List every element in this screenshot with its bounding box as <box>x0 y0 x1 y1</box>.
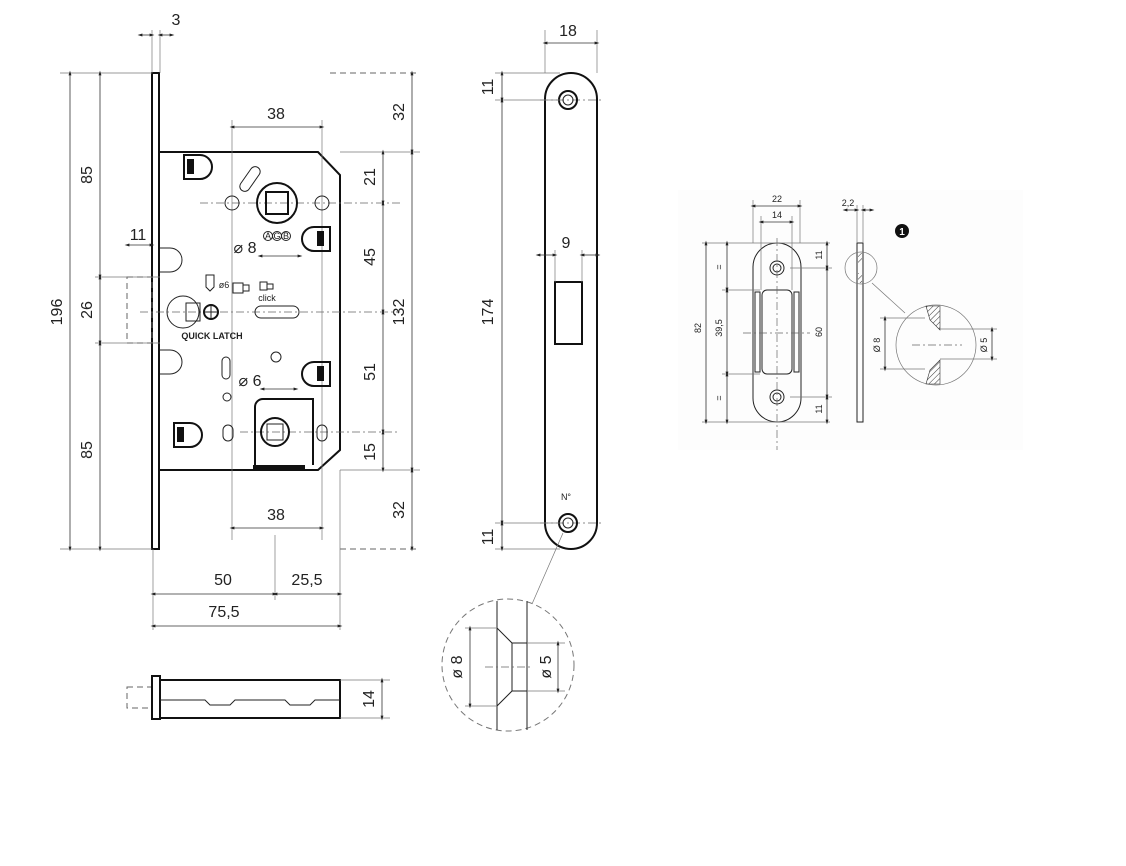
dim-top-32: 32 <box>391 103 408 121</box>
detail-badge-number: 1 <box>899 227 905 238</box>
lock-case <box>160 151 341 471</box>
strike-detail-d5: Ø 5 <box>979 338 989 353</box>
strike-plate-view: 22 14 82 = 39,5 = 11 60 11 2,2 Ø 8 <box>678 190 1023 450</box>
strike-dim-39-5: 39,5 <box>714 319 724 337</box>
dim-bottom-38: 38 <box>267 507 285 524</box>
countersink-detail <box>441 598 575 732</box>
dim-25-5: 25,5 <box>291 572 322 589</box>
detail-badge <box>895 224 909 238</box>
dim-bottom-85: 85 <box>79 441 96 459</box>
strike-equal-top: = <box>714 264 724 269</box>
spindle-hub <box>256 182 298 224</box>
dim-latch-14: 14 <box>361 690 378 708</box>
strike-equal-bottom: = <box>714 395 724 400</box>
faceplate-marking: N° <box>561 492 571 502</box>
dim-middle-26: 26 <box>79 301 96 319</box>
dim-opening-9: 9 <box>562 235 571 252</box>
dim-width-18: 18 <box>559 23 577 40</box>
lock-faceplate <box>151 72 160 550</box>
dim-50: 50 <box>214 572 232 589</box>
strike-dim-82: 82 <box>693 323 703 333</box>
dim-bottom-32: 32 <box>391 501 408 519</box>
dim-top-38: 38 <box>267 106 285 123</box>
strike-dim-60: 60 <box>814 327 824 337</box>
strike-dim-2-2: 2,2 <box>842 198 855 208</box>
spindle-6-label: ⌀ 6 <box>239 373 262 390</box>
spindle-8-label: ⌀ 8 <box>234 240 257 257</box>
strike-detail-d8: Ø 8 <box>872 338 882 353</box>
strike-dim-14: 14 <box>772 210 782 220</box>
dim-top-11: 11 <box>480 79 497 96</box>
click-label: click <box>258 293 276 303</box>
detail-d8: ø 8 <box>449 655 466 678</box>
dim-total-height: 196 <box>49 299 66 326</box>
marker-a: A <box>265 231 271 241</box>
hole-6-label: ø6 <box>219 280 230 290</box>
dim-15: 15 <box>362 443 379 461</box>
strike-detail-circle <box>895 304 977 386</box>
detail-d5: ø 5 <box>538 655 555 678</box>
latch-bolt-view: 14 <box>126 675 390 721</box>
dim-174: 174 <box>480 299 497 326</box>
dim-21: 21 <box>362 168 379 186</box>
dim-45: 45 <box>362 248 379 266</box>
dim-132: 132 <box>391 299 408 326</box>
dim-75-5: 75,5 <box>208 604 239 621</box>
strike-dim-22: 22 <box>772 194 782 204</box>
dim-51: 51 <box>362 363 379 381</box>
dim-top-85: 85 <box>79 166 96 184</box>
marker-g: G <box>273 231 280 241</box>
quick-latch-label: QUICK LATCH <box>181 331 242 341</box>
marker-b: B <box>283 231 289 241</box>
lock-body-view: A G B ø6 click QUICK LATCH <box>49 12 420 630</box>
dim-latch-offset: 11 <box>130 227 147 244</box>
latch-opening <box>554 281 583 345</box>
strike-dim-11-bottom: 11 <box>814 404 824 413</box>
dim-faceplate-thickness: 3 <box>172 12 181 29</box>
faceplate-view: 9 N° 18 11 174 11 ø 8 ø 5 <box>441 23 602 732</box>
position-markers: A G B <box>263 231 291 241</box>
dim-bottom-11: 11 <box>480 529 497 546</box>
strike-dim-11-top: 11 <box>814 250 824 259</box>
